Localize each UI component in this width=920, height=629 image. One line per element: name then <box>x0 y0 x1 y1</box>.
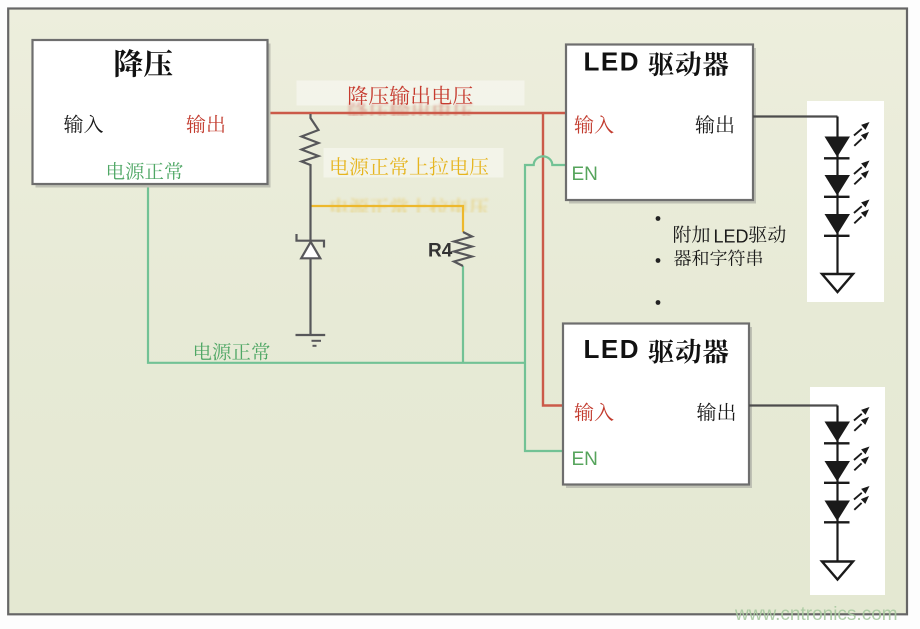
svg-text:LED: LED <box>584 47 641 77</box>
svg-text:LED: LED <box>714 226 749 246</box>
svg-text:R4: R4 <box>428 240 453 261</box>
svg-text:LED: LED <box>584 334 641 364</box>
svg-text:EN: EN <box>572 164 598 185</box>
svg-text:www.cntronics.com: www.cntronics.com <box>734 604 898 625</box>
svg-text:EN: EN <box>572 449 598 470</box>
